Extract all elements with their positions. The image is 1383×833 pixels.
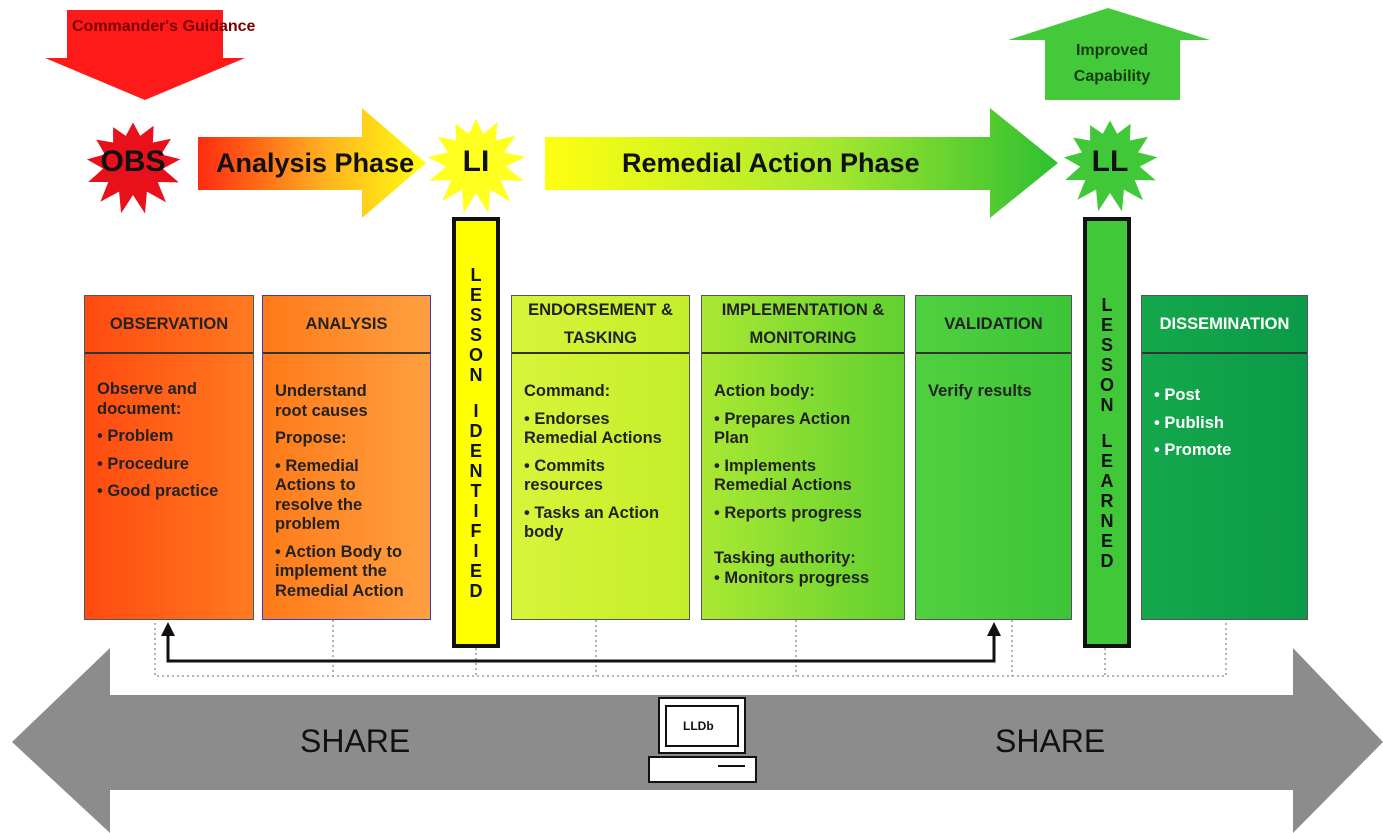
validation-box: VALIDATION Verify results <box>915 295 1072 620</box>
box-line: • Promote <box>1154 441 1232 459</box>
box-title: IMPLEMENTATION & MONITORING <box>702 296 904 354</box>
lesson-learned-letter: N <box>1100 510 1114 531</box>
remedial-action-phase-label: Remedial Action Phase <box>622 148 920 178</box>
box-line: document: <box>97 399 182 418</box>
lesson-learned-letter: E <box>1100 314 1113 335</box>
box-line: • Action Body to <box>275 542 403 561</box>
box-line: • Commits <box>524 456 605 475</box>
box-line: • Remedial <box>275 456 359 475</box>
box-line: implement the <box>275 562 387 580</box>
box-line: • Implements <box>714 456 817 475</box>
box-title: ENDORSEMENT & TASKING <box>512 296 689 354</box>
box-line: Remedial Actions <box>524 429 662 447</box>
box-line: problem <box>275 515 341 533</box>
dotted-connectors <box>154 618 1227 677</box>
ll-burst <box>1063 120 1158 212</box>
analysis-phase-label: Analysis Phase <box>216 148 415 178</box>
lesson-identified-letter: I <box>473 400 479 421</box>
obs-burst <box>86 122 181 214</box>
lesson-identified-letter: I <box>473 500 479 521</box>
dissemination-box: DISSEMINATION • Post • Publish • Promote <box>1141 295 1308 620</box>
box-line: • Prepares Action <box>714 409 851 428</box>
li-label: LI <box>462 145 490 178</box>
lesson-learned-letter: E <box>1100 530 1113 551</box>
box-line: Tasking authority: <box>714 549 856 567</box>
lesson-learned-letter: L <box>1101 430 1113 451</box>
lesson-identified-letter: F <box>470 520 482 541</box>
box-line: Action body: <box>714 382 815 400</box>
lesson-identified-letter: O <box>468 344 483 365</box>
lesson-learned-letter: S <box>1100 334 1113 355</box>
lesson-learned-letter: L <box>1101 294 1113 315</box>
lesson-learned-letter: A <box>1100 470 1114 491</box>
lesson-identified-letter: L <box>470 264 482 285</box>
box-line: • Reports progress <box>714 503 862 522</box>
ll-label: LL <box>1091 145 1129 178</box>
lesson-identified-letter: S <box>469 304 482 325</box>
box-line: • Procedure <box>97 454 189 473</box>
box-line: Command: <box>524 382 611 400</box>
box-line: • Good practice <box>97 482 219 500</box>
share-right-label: SHARE <box>995 723 1106 759</box>
box-line: Actions to <box>275 476 356 494</box>
lesson-identified-letter: D <box>469 420 483 441</box>
lesson-identified-letter: S <box>469 324 482 345</box>
box-title: VALIDATION <box>916 296 1071 354</box>
share-left-label: SHARE <box>300 723 411 759</box>
box-title: OBSERVATION <box>85 296 253 354</box>
lesson-learned-letter: R <box>1100 490 1114 511</box>
lldb-label: LLDb <box>683 719 714 733</box>
lesson-learned-letter: S <box>1100 354 1113 375</box>
box-line: resolve the <box>275 495 363 514</box>
li-burst <box>428 118 526 214</box>
box-line: Understand <box>275 382 367 400</box>
box-title: DISSEMINATION <box>1142 296 1307 354</box>
lesson-learned-letter: E <box>1100 450 1113 471</box>
remedial-action-phase-arrow <box>545 108 1058 218</box>
box-line: • Publish <box>1154 413 1224 432</box>
box-line: Remedial Action <box>275 581 404 600</box>
box-line: body <box>524 523 564 541</box>
box-line: root causes <box>275 401 368 420</box>
lesson-identified-letter: T <box>470 480 482 501</box>
lesson-learned-letter: O <box>1099 374 1114 395</box>
improved-capability-arrow <box>1008 8 1210 100</box>
box-line: • Problem <box>97 427 174 445</box>
lesson-identified-letter: D <box>469 580 483 601</box>
lesson-identified-letter: N <box>469 364 483 385</box>
obs-label: OBS <box>100 145 166 178</box>
box-line: • Tasks an Action <box>524 503 660 522</box>
lesson-identified-letter: N <box>469 460 483 481</box>
lesson-learned-letter: D <box>1100 550 1114 571</box>
lesson-learned-letter: N <box>1100 394 1114 415</box>
box-line: Remedial Actions <box>714 476 852 494</box>
commanders-guidance-arrow <box>45 10 245 100</box>
box-title: ANALYSIS <box>263 296 430 354</box>
box-line: Propose: <box>275 429 347 447</box>
box-line: Observe and <box>97 380 197 398</box>
lesson-identified-letter: E <box>469 440 482 461</box>
box-line: resources <box>524 476 603 494</box>
implementation-monitoring-box: IMPLEMENTATION & MONITORING Action body: •… <box>701 295 905 620</box>
feedback-arrow <box>166 635 996 663</box>
box-line: Plan <box>714 429 749 447</box>
lldb-computer-icon <box>648 697 757 783</box>
analysis-phase-arrow <box>198 108 426 218</box>
box-line: • Endorses <box>524 409 610 428</box>
lesson-identified-letter: E <box>469 560 482 581</box>
lesson-identified-letter: I <box>473 540 479 561</box>
improved-capability-label: Improved Capability <box>1073 42 1151 85</box>
commanders-guidance-label: Commander's Guidance <box>72 18 256 35</box>
box-line: • Post <box>1154 386 1201 404</box>
lesson-identified-letter: E <box>469 284 482 305</box>
box-line: Verify results <box>928 382 1032 400</box>
box-line: • Monitors progress <box>714 568 870 587</box>
